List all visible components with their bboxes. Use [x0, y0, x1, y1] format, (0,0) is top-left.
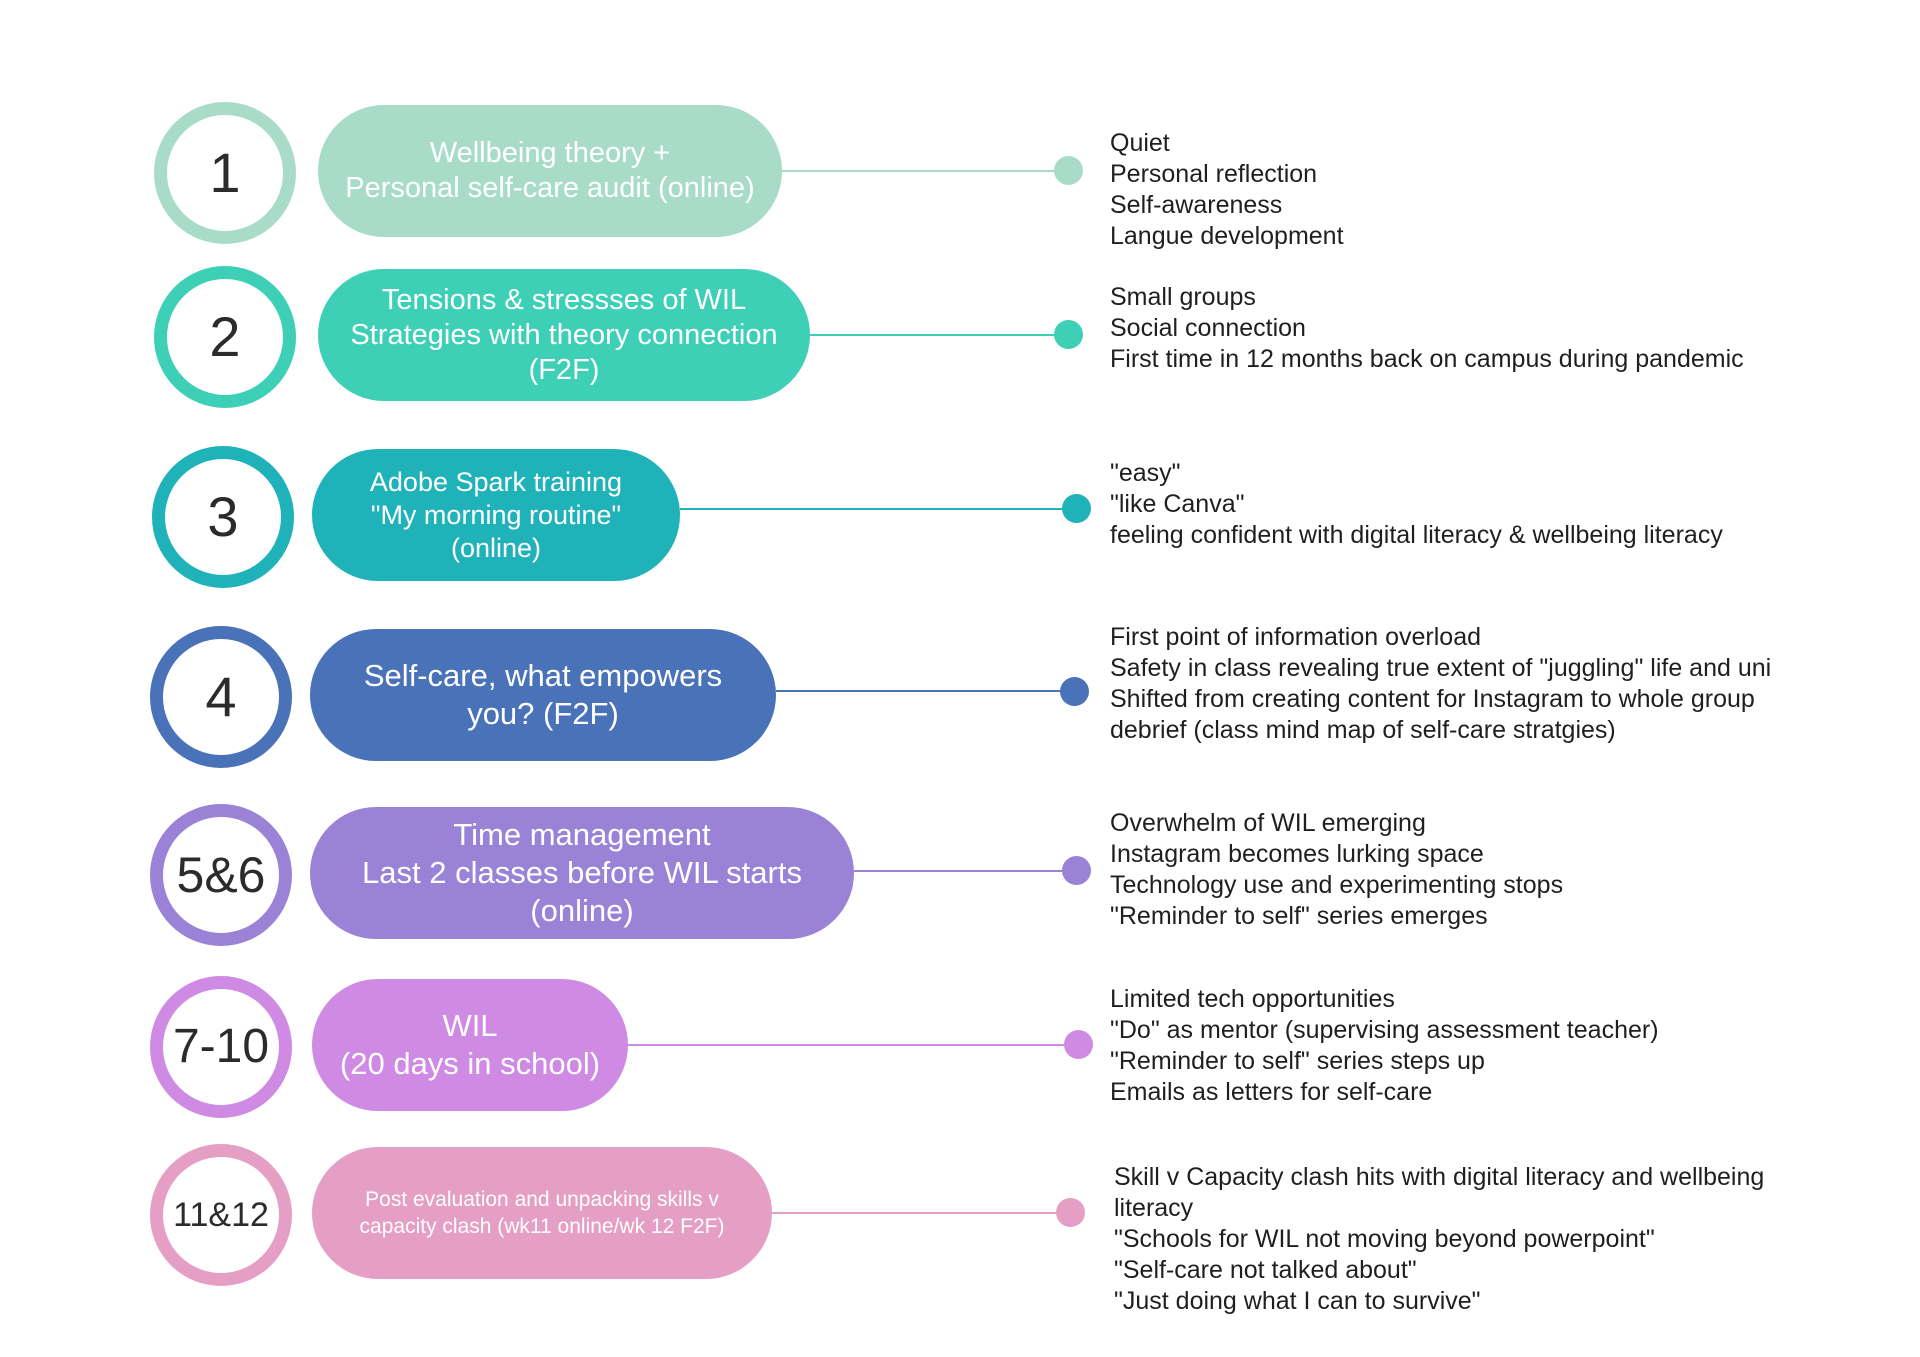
stage-notes: Limited tech opportunities "Do" as mentor… — [1110, 984, 1659, 1108]
stage-number-circle: 7-10 — [150, 976, 292, 1118]
stage-number-circle: 1 — [154, 102, 296, 244]
stage-row-5-6: 5&6 Time management Last 2 classes befor… — [0, 800, 1920, 950]
stage-topic-pill: Self-care, what empowers you? (F2F) — [310, 629, 776, 761]
stage-number-circle: 5&6 — [150, 804, 292, 946]
stage-note-item: literacy — [1114, 1194, 1194, 1222]
stage-note-item: Shifted from creating content for Instag… — [1110, 685, 1755, 713]
stage-row-3: 3 Adobe Spark training "My morning routi… — [0, 442, 1920, 592]
stage-note-item: Quiet — [1110, 129, 1170, 157]
stage-topic-pill: WIL (20 days in school) — [312, 979, 628, 1111]
stage-topic-pill: Wellbeing theory + Personal self-care au… — [318, 105, 782, 237]
stage-connector-line — [776, 690, 1074, 692]
stage-note-item: Small groups — [1110, 283, 1256, 311]
stage-note-item: Skill v Capacity clash hits with digital… — [1114, 1163, 1765, 1191]
stage-topic-pill: Post evaluation and unpacking skills v c… — [312, 1147, 772, 1279]
stage-connector-line — [810, 334, 1068, 336]
stage-note-item: "Do" as mentor (supervising assessment t… — [1110, 1016, 1659, 1044]
stage-notes: "easy" "like Canva" feeling confident with… — [1110, 458, 1723, 551]
stage-note-item: "Self-care not talked about" — [1114, 1256, 1417, 1284]
stage-note-item: "Just doing what I can to survive" — [1114, 1287, 1481, 1315]
stage-topic-pill: Tensions & stressses of WIL Strategies w… — [318, 269, 810, 401]
stage-number-circle: 3 — [152, 446, 294, 588]
stage-number-circle: 11&12 — [150, 1144, 292, 1286]
stage-row-7-10: 7-10 WIL (20 days in school) Limited tec… — [0, 972, 1920, 1122]
stage-connector-line — [680, 508, 1076, 510]
stage-row-11-12: 11&12 Post evaluation and unpacking skil… — [0, 1140, 1920, 1315]
stage-note-item: "Reminder to self" series emerges — [1110, 902, 1488, 930]
stage-note-item: Personal reflection — [1110, 160, 1318, 188]
stage-note-item: feeling confident with digital literacy … — [1110, 521, 1723, 549]
stage-connector-line — [854, 870, 1076, 872]
stage-marker-dot — [1064, 1030, 1093, 1059]
stage-topic-pill: Time management Last 2 classes before WI… — [310, 807, 854, 939]
stage-note-item: First time in 12 months back on campus d… — [1110, 345, 1744, 373]
stage-number-circle: 2 — [154, 266, 296, 408]
stage-note-item: Social connection — [1110, 314, 1306, 342]
stage-note-item: Langue development — [1110, 222, 1344, 250]
stage-marker-dot — [1060, 677, 1089, 706]
stage-notes: Skill v Capacity clash hits with digital… — [1114, 1162, 1764, 1317]
stage-row-4: 4 Self-care, what empowers you? (F2F) Fi… — [0, 622, 1920, 772]
stage-topic-pill: Adobe Spark training "My morning routine… — [312, 449, 680, 581]
stage-row-2: 2 Tensions & stressses of WIL Strategies… — [0, 262, 1920, 412]
stage-connector-line — [772, 1212, 1070, 1214]
stage-note-item: Technology use and experimenting stops — [1110, 871, 1564, 899]
stage-connector-line — [782, 170, 1068, 172]
stage-row-1: 1 Wellbeing theory + Personal self-care … — [0, 98, 1920, 250]
stage-note-item: Limited tech opportunities — [1110, 985, 1395, 1013]
stage-note-item: "like Canva" — [1110, 490, 1245, 518]
stage-note-item: Self-awareness — [1110, 191, 1283, 219]
stage-number-circle: 4 — [150, 626, 292, 768]
stage-note-item: "easy" — [1110, 459, 1181, 487]
stage-marker-dot — [1062, 856, 1091, 885]
stage-note-item: Overwhelm of WIL emerging — [1110, 809, 1426, 837]
stage-marker-dot — [1056, 1198, 1085, 1227]
stage-marker-dot — [1054, 156, 1083, 185]
stage-marker-dot — [1054, 320, 1083, 349]
stage-note-item: debrief (class mind map of self-care str… — [1110, 716, 1616, 744]
stage-note-item: "Schools for WIL not moving beyond power… — [1114, 1225, 1655, 1253]
stage-note-item: "Reminder to self" series steps up — [1110, 1047, 1485, 1075]
stage-note-item: Safety in class revealing true extent of… — [1110, 654, 1772, 682]
stage-note-item: Instagram becomes lurking space — [1110, 840, 1484, 868]
stage-note-item: First point of information overload — [1110, 623, 1482, 651]
stage-connector-line — [628, 1044, 1078, 1046]
stage-note-item: Emails as letters for self-care — [1110, 1078, 1433, 1106]
stage-marker-dot — [1062, 494, 1091, 523]
